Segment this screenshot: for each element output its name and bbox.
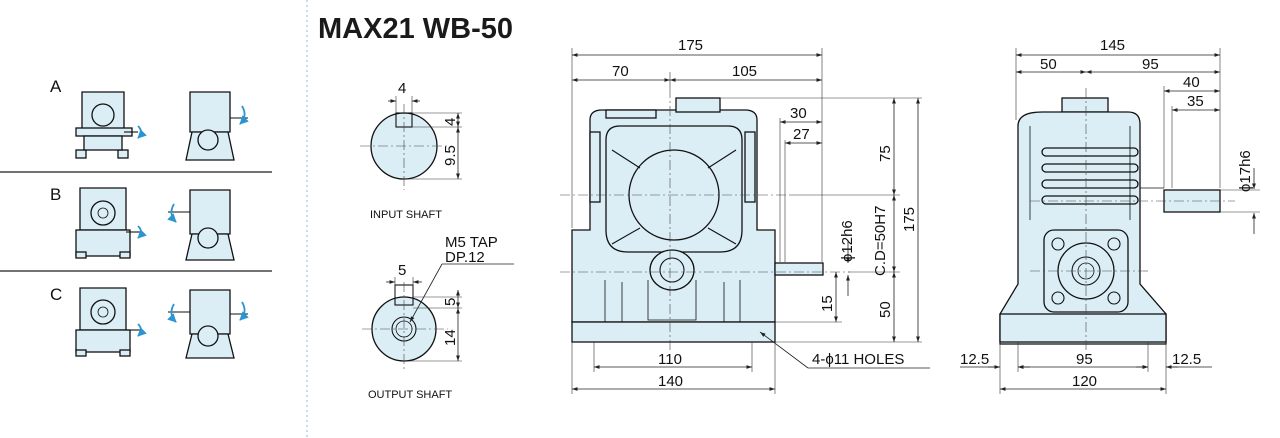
dim-label: 140 bbox=[658, 373, 683, 390]
reducer-side-view bbox=[189, 91, 231, 133]
side-view: 145 50 95 40 35 ϕ17h6 12.5 95 12.5 120 bbox=[960, 37, 1260, 394]
option-label: B bbox=[50, 185, 61, 204]
tap-note: M5 TAP bbox=[445, 234, 498, 251]
dim-label: 14 bbox=[442, 329, 459, 346]
input-shaft-section: 4 4 9.5 INPUT SHAFT bbox=[360, 80, 462, 221]
reducer-side-view bbox=[189, 189, 231, 235]
gearbox-base bbox=[571, 321, 776, 343]
dim-label: 40 bbox=[1183, 74, 1200, 91]
dim-label: 4 bbox=[398, 80, 406, 97]
oil-plug bbox=[675, 97, 721, 113]
rotation-arrow bbox=[239, 105, 249, 125]
dim-label: 175 bbox=[901, 207, 918, 232]
dim-label: 9.5 bbox=[442, 145, 459, 166]
dim-label: 5 bbox=[398, 262, 406, 279]
holes-note: 4-ϕ11 HOLES bbox=[812, 351, 904, 368]
option-label: C bbox=[50, 285, 62, 304]
dim-label: 50 bbox=[877, 301, 894, 318]
rotation-arrow bbox=[137, 323, 147, 337]
output-shaft-section: 5 5 14 M5 TAP DP.12 OUTPUT SHAFT bbox=[362, 234, 514, 401]
dim-label: 95 bbox=[1142, 56, 1159, 73]
option-c: C bbox=[50, 285, 249, 359]
gearbox-side-base bbox=[999, 313, 1167, 343]
dim-label: 4 bbox=[442, 118, 459, 126]
dim-label: 12.5 bbox=[1172, 351, 1201, 368]
rotation-arrow bbox=[137, 125, 147, 139]
dim-label: 70 bbox=[612, 63, 629, 80]
option-a: A bbox=[50, 77, 249, 161]
dim-label: 27 bbox=[793, 126, 810, 143]
output-shaft-caption: OUTPUT SHAFT bbox=[368, 389, 452, 401]
tap-note: DP.12 bbox=[445, 249, 485, 266]
dim-label: 50 bbox=[1040, 56, 1057, 73]
front-view: 175 70 105 30 27 175 75 50 C.D=50H7 ϕ12h… bbox=[560, 37, 930, 394]
dim-label: 110 bbox=[658, 351, 682, 368]
dim-label: 30 bbox=[790, 105, 807, 122]
input-shaft-caption: INPUT SHAFT bbox=[370, 209, 442, 221]
dim-label: 145 bbox=[1100, 37, 1125, 54]
dim-label: 95 bbox=[1076, 351, 1093, 368]
dim-label: 15 bbox=[819, 295, 836, 312]
page-title: MAX21 WB-50 bbox=[318, 13, 513, 45]
dim-label: 120 bbox=[1072, 373, 1097, 390]
rotation-arrow bbox=[239, 301, 249, 321]
rotation-options: A B bbox=[0, 77, 272, 359]
dim-label: C.D=50H7 bbox=[872, 206, 889, 276]
dim-label: ϕ12h6 bbox=[839, 220, 856, 262]
dim-label: ϕ17h6 bbox=[1237, 150, 1254, 192]
rotation-arrow bbox=[167, 203, 177, 223]
rotation-arrow bbox=[167, 303, 177, 323]
dim-label: 35 bbox=[1187, 93, 1204, 110]
dim-label: 75 bbox=[877, 145, 894, 162]
dim-label: 105 bbox=[732, 63, 757, 80]
oil-plug bbox=[1061, 97, 1109, 113]
dim-label: 5 bbox=[442, 298, 459, 306]
option-b: B bbox=[50, 185, 235, 261]
reducer-side-view bbox=[189, 289, 231, 335]
dim-label: 175 bbox=[678, 37, 703, 54]
rotation-arrow bbox=[137, 225, 147, 239]
input-shaft-stub bbox=[774, 262, 824, 276]
cooling-fins bbox=[1041, 147, 1139, 205]
option-label: A bbox=[50, 77, 62, 96]
dim-label: 12.5 bbox=[960, 351, 989, 368]
